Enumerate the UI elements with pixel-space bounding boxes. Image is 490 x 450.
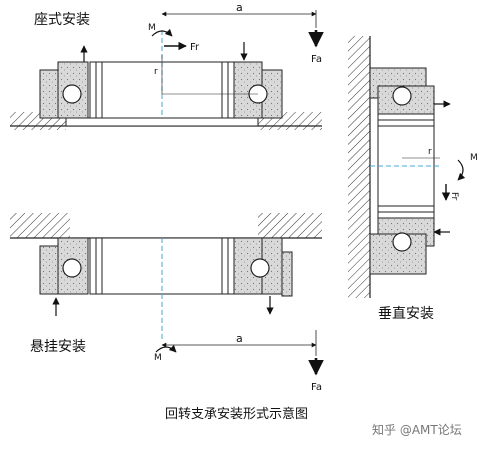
vert-moment-arrow [457, 159, 466, 181]
vert-top-ball [392, 86, 412, 106]
hang-top-left-hatch [10, 213, 70, 238]
hang-right-bolt [281, 251, 293, 297]
hang-top-right-hatch [258, 213, 322, 238]
hang-left-bolt-plate-2 [95, 237, 103, 295]
hang-right-ball [250, 258, 270, 278]
hanging-mount-label: 悬挂安装 [30, 339, 86, 355]
watermark: 知乎 @AMT论坛 [372, 423, 462, 437]
hang-moment-arrow [155, 344, 177, 353]
hang-a-symbol: a [236, 332, 243, 345]
seat-moment-symbol: M [148, 23, 156, 33]
vert-bottom-ball [392, 232, 412, 252]
seat-fa-symbol: Fa [311, 54, 322, 65]
diagram-caption: 回转支承安装形式示意图 [165, 406, 308, 422]
vert-bottom-plate-2 [377, 211, 435, 219]
seat-mount-group: 座式安装 M Fr Fa a r [10, 1, 324, 130]
seat-support-platform [65, 117, 259, 127]
seat-right-bolt-plate [221, 61, 229, 119]
vert-bottom-plate [377, 205, 435, 213]
seat-left-ball [62, 84, 82, 104]
vert-fr-symbol: Fr [449, 192, 459, 201]
seat-moment-arrow [151, 28, 173, 37]
seat-fr-symbol: Fr [190, 42, 200, 53]
vert-top-plate [377, 113, 435, 121]
vert-top-plate-2 [377, 119, 435, 127]
seat-a-symbol: a [236, 1, 243, 14]
hang-left-ball [62, 258, 82, 278]
vert-r-symbol: r [428, 147, 432, 157]
seat-mount-label: 座式安装 [34, 12, 90, 28]
vertical-mount-label: 垂直安装 [378, 305, 434, 322]
vert-wall-hatch [348, 36, 370, 298]
seat-left-bolt-plate [89, 61, 97, 119]
seat-r-symbol: r [154, 67, 158, 77]
vertical-mount-group: 垂直安装 M Fr r [348, 36, 478, 322]
hang-fa-symbol: Fa [311, 382, 322, 393]
hanging-mount-group: 悬挂安装 M Fa a [10, 213, 324, 393]
seat-right-bolt-plate-2 [227, 61, 235, 119]
hang-left-bolt-plate [89, 237, 97, 295]
seat-left-bolt-plate-2 [95, 61, 103, 119]
hang-right-bolt-plate [221, 237, 229, 295]
vert-moment-symbol: M [470, 153, 478, 163]
hang-right-bolt-plate-2 [227, 237, 235, 295]
hang-moment-symbol: M [154, 353, 162, 363]
